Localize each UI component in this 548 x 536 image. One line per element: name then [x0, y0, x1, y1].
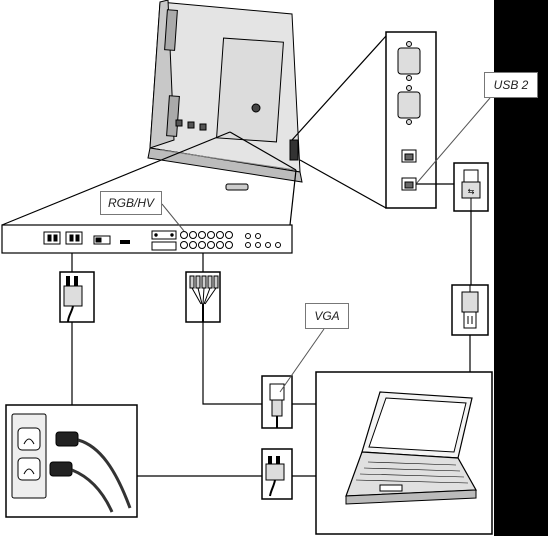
serial-port-icon: [397, 41, 421, 125]
rear-connector-panel: [1, 224, 293, 254]
wall-outlet-icon: [5, 404, 138, 518]
video-ports-icon: [151, 230, 177, 251]
laptop-icon: [315, 371, 493, 535]
power-socket-icon: [43, 231, 83, 245]
vga-label: VGA: [305, 303, 349, 329]
bnc-ports-icon: [180, 231, 233, 249]
usb-connector-icon: ⇆: [453, 162, 489, 212]
zoom-lines-usb-panel: [291, 35, 387, 209]
vga-connector-icon: [261, 375, 293, 429]
vga-pointer: [279, 328, 325, 393]
display-rear-icon: [147, 0, 303, 191]
power-cable-icon: [59, 271, 95, 323]
small-port-icon: [120, 240, 130, 244]
laptop-power-connector-icon: [261, 448, 293, 500]
usb-panel: [385, 31, 437, 209]
rgb-to-vga-cable: [202, 322, 262, 405]
zoom-lines-rear-panel: [1, 131, 297, 226]
usb-port-icon: [401, 149, 417, 191]
rgb-hv-pointer: [161, 203, 185, 232]
audio-ports-icon: [245, 233, 281, 248]
rgbhv-bnc-cable-icon: [185, 271, 221, 323]
usb2-pointer: [415, 97, 491, 185]
power-switch-icon: [93, 235, 111, 245]
svg-text:⇆: ⇆: [468, 187, 475, 196]
usb-connector-icon-lower: [451, 284, 489, 336]
usb2-label: USB 2: [484, 72, 538, 98]
rgb-hv-label: RGB/HV: [100, 191, 162, 215]
